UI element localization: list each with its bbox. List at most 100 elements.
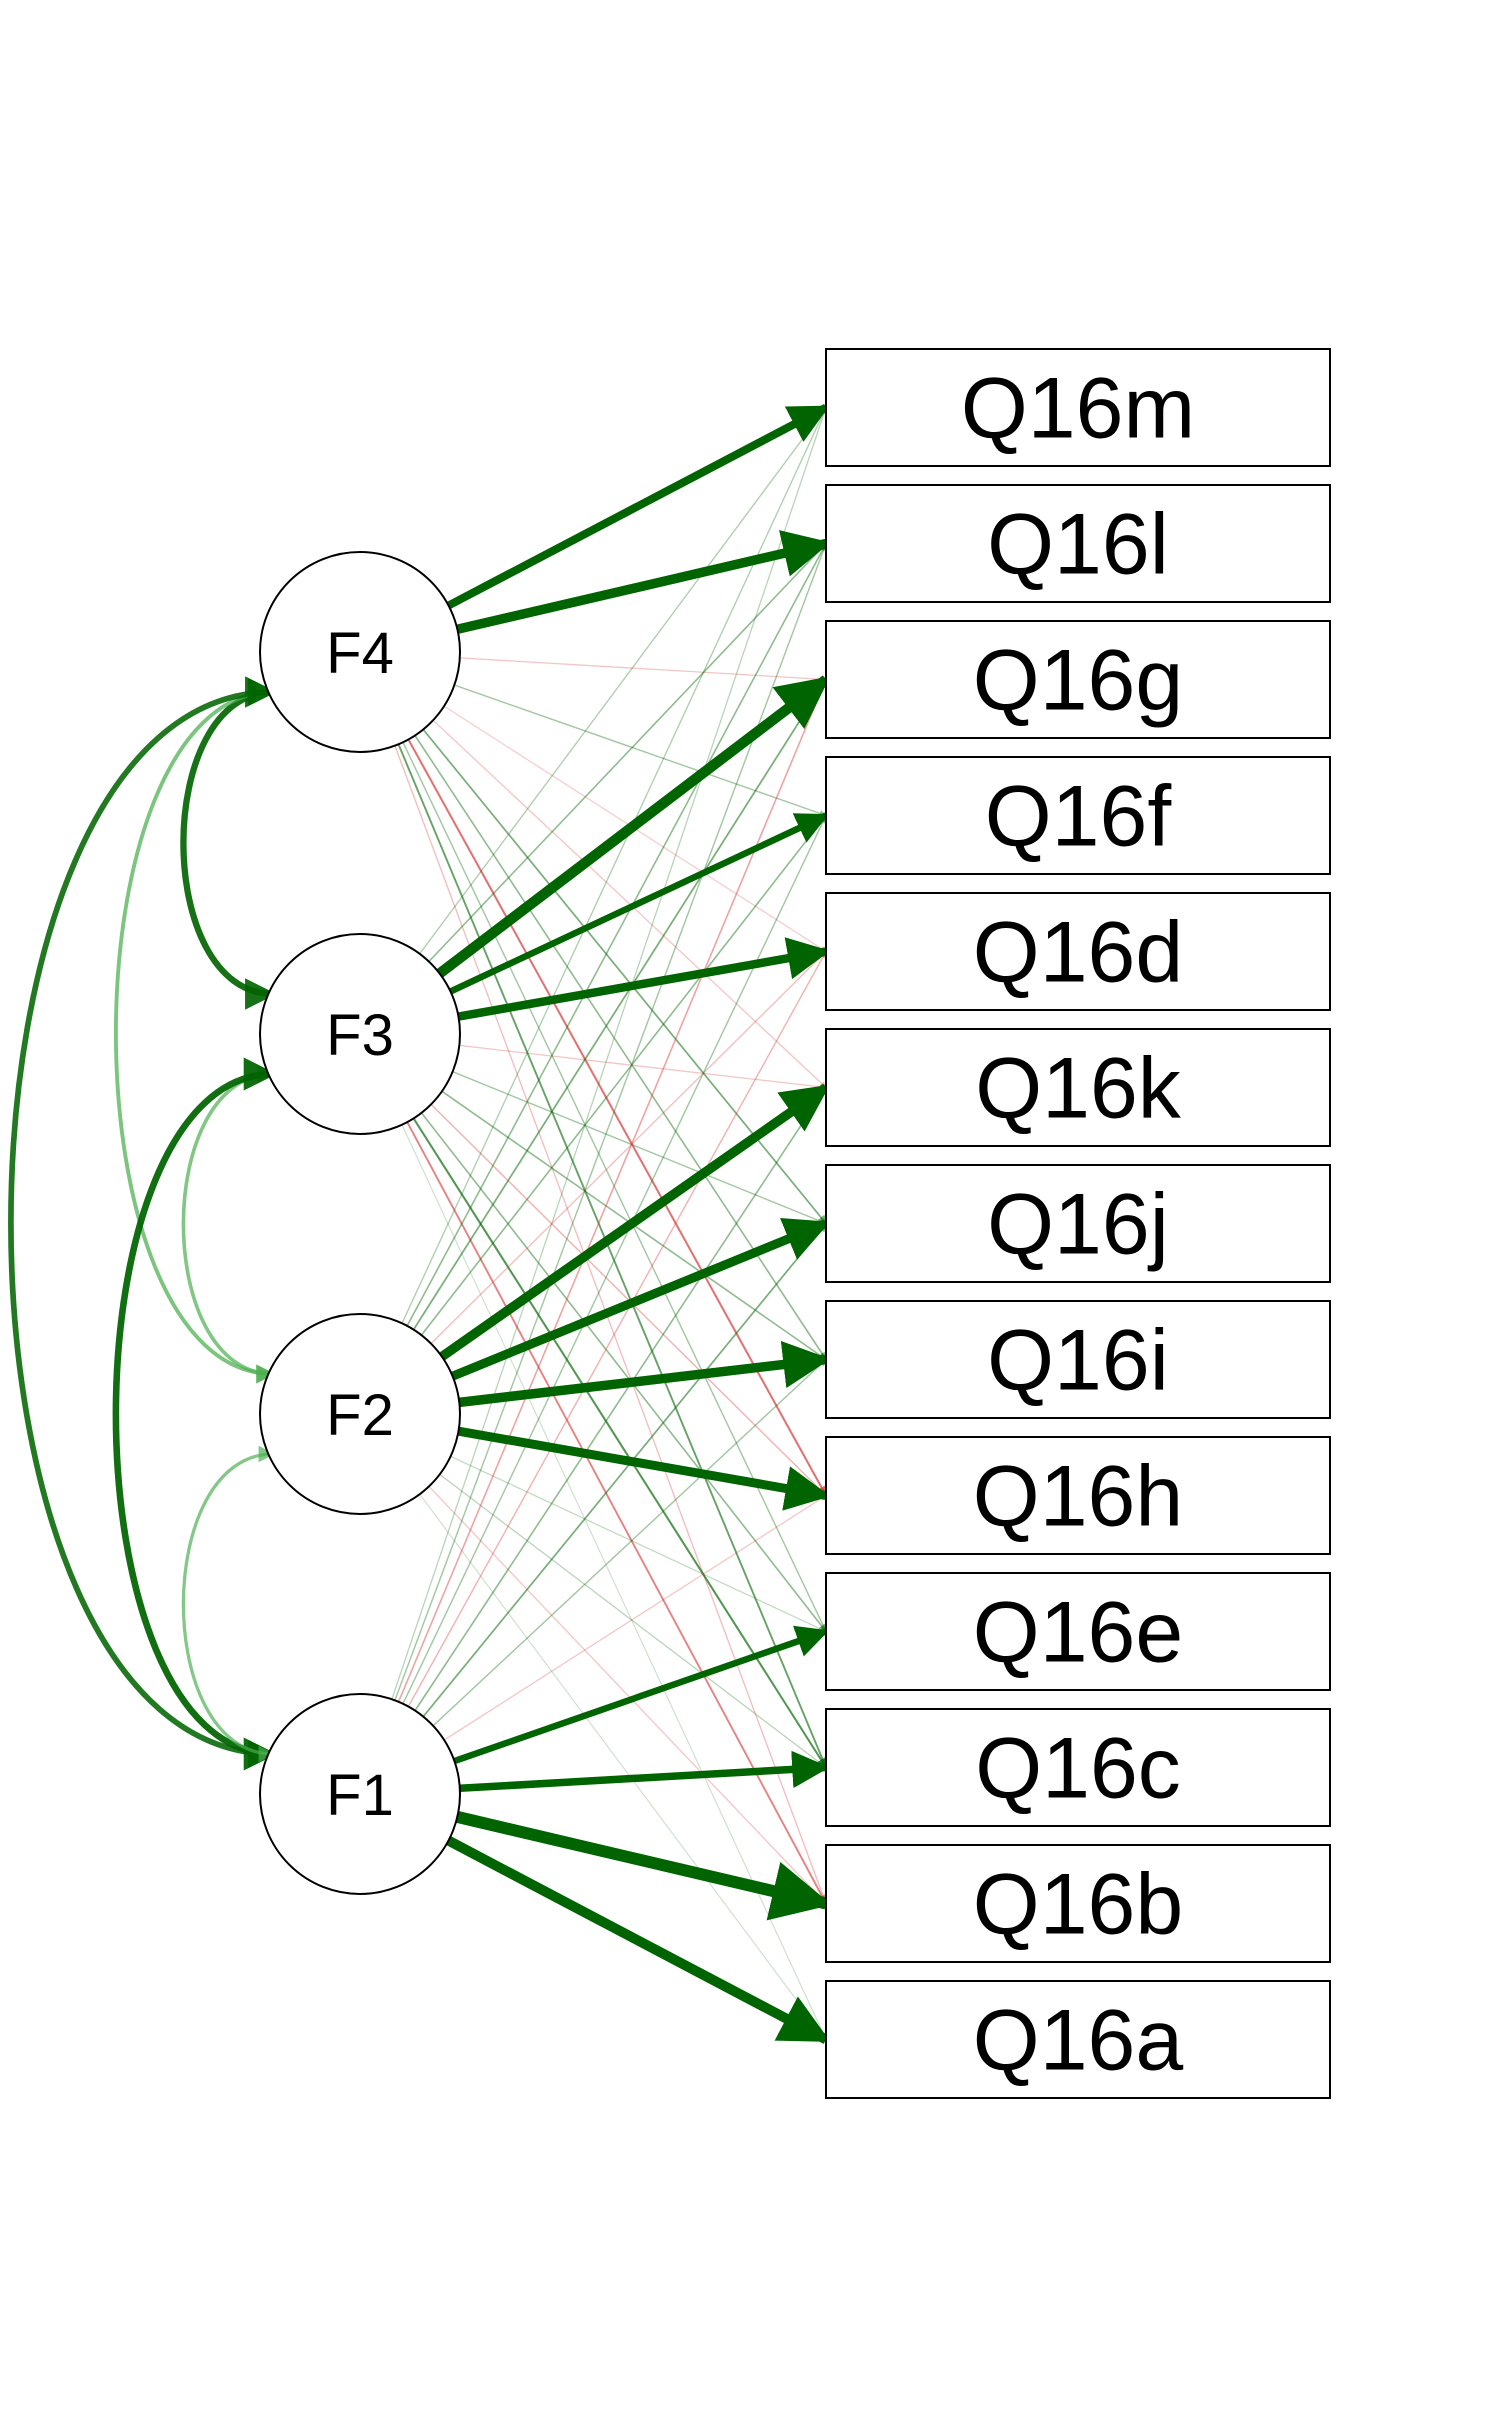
cross-loading-edge-f4-q16b xyxy=(394,745,828,1905)
covariance-edges xyxy=(8,676,277,1771)
loading-edge-f1-q16a xyxy=(446,1836,831,2044)
item-box xyxy=(825,1436,1331,1555)
item-node-q16j: Q16j xyxy=(825,1164,1331,1283)
cross-loading-edge-f2-q16g xyxy=(412,678,827,1331)
item-box xyxy=(825,348,1331,467)
item-label: Q16f xyxy=(985,769,1173,865)
item-box xyxy=(825,1980,1331,2099)
covariance-edge-f3-f1 xyxy=(112,1057,277,1771)
item-box xyxy=(825,1844,1331,1963)
item-node-q16l: Q16l xyxy=(825,484,1331,603)
cross-loading-edge-f1-q16m xyxy=(391,406,828,1700)
cross-loading-edge-f1-q16k xyxy=(414,1086,827,1711)
factor-circle xyxy=(259,1693,461,1895)
item-label: Q16g xyxy=(973,633,1183,729)
cross-loading-edge-f2-q16e xyxy=(450,1455,827,1633)
loading-edge-f1-q16e xyxy=(453,1625,830,1765)
item-label: Q16c xyxy=(975,1721,1181,1817)
item-label: Q16m xyxy=(961,361,1195,457)
cross-loading-edge-f3-q16k xyxy=(459,1044,827,1091)
item-node-q16g: Q16g xyxy=(825,620,1331,739)
primary-loading-edges xyxy=(436,403,832,2044)
item-box xyxy=(825,1572,1331,1691)
loading-edge-f4-q16m xyxy=(446,403,830,610)
item-node-q16h: Q16h xyxy=(825,1436,1331,1555)
cross-loading-edge-f3-q16c xyxy=(412,1117,827,1769)
cross-loading-edge-f2-q16l xyxy=(406,542,827,1327)
loading-edge-f2-q16h xyxy=(457,1426,831,1511)
item-label: Q16e xyxy=(973,1585,1183,1681)
loading-edge-f2-q16i xyxy=(458,1340,831,1408)
cross-loading-edge-f4-q16c xyxy=(397,743,828,1769)
item-node-q16k: Q16k xyxy=(825,1028,1331,1147)
cross-loading-edge-f3-q16e xyxy=(420,1112,827,1633)
item-label: Q16a xyxy=(973,1993,1184,2089)
cross-loading-edge-f2-q16f xyxy=(420,814,827,1336)
loading-edge-f1-q16c xyxy=(459,1750,830,1793)
cross-loading-edge-f3-q16l xyxy=(428,542,827,963)
cross-loading-edge-f3-q16m xyxy=(419,406,827,955)
item-label: Q16i xyxy=(987,1313,1169,1409)
factor-circle xyxy=(259,551,461,753)
item-box xyxy=(825,1300,1331,1419)
cross-loading-edge-f4-q16j xyxy=(422,728,827,1225)
covariance-edge-f3-f2 xyxy=(181,1065,276,1383)
cross-loading-edge-f1-q16i xyxy=(432,1358,827,1727)
cross-loading-edge-f2-q16d xyxy=(430,951,827,1345)
cross-loading-edge-f2-q16c xyxy=(439,1473,827,1769)
item-node-q16e: Q16e xyxy=(825,1572,1331,1691)
item-box xyxy=(825,484,1331,603)
item-box xyxy=(825,1708,1331,1827)
loading-edge-f2-q16j xyxy=(450,1218,831,1381)
loading-edge-f3-q16d xyxy=(457,937,831,1021)
item-label: Q16d xyxy=(973,905,1183,1001)
item-label: Q16b xyxy=(973,1857,1183,1953)
item-node-q16f: Q16f xyxy=(825,756,1331,875)
loading-edge-f3-q16f xyxy=(449,812,829,995)
loading-edge-f2-q16k xyxy=(439,1083,830,1361)
factor-circle xyxy=(259,1313,461,1515)
factor-node-f1: F1 xyxy=(259,1693,461,1895)
item-node-q16c: Q16c xyxy=(825,1708,1331,1827)
cross-loading-edge-f2-q16a xyxy=(419,1493,827,2040)
factor-node-f4: F4 xyxy=(259,551,461,753)
item-box xyxy=(825,1028,1331,1147)
loading-edge-f4-q16l xyxy=(456,530,831,634)
factor-node-f2: F2 xyxy=(259,1313,461,1515)
loading-edge-f3-q16g xyxy=(436,675,831,978)
item-box xyxy=(825,1164,1331,1283)
covariance-edge-f4-f1 xyxy=(8,677,277,1769)
item-node-q16a: Q16a xyxy=(825,1980,1331,2099)
cross-loading-edge-f4-q16g xyxy=(459,657,827,683)
factor-label: F1 xyxy=(326,1763,394,1828)
item-box xyxy=(825,756,1331,875)
factor-circle xyxy=(259,933,461,1135)
factor-label: F2 xyxy=(326,1383,394,1448)
item-box xyxy=(825,620,1331,739)
cross-loading-edges xyxy=(391,406,828,2041)
item-box xyxy=(825,892,1331,1011)
item-label: Q16k xyxy=(975,1041,1182,1137)
loading-edge-f1-q16b xyxy=(455,1811,832,1921)
item-label: Q16j xyxy=(987,1177,1169,1273)
cross-loading-edge-f1-q16h xyxy=(443,1494,827,1741)
observed-items: Q16mQ16lQ16gQ16fQ16dQ16kQ16jQ16iQ16hQ16e… xyxy=(825,348,1331,2099)
cross-loading-edge-f2-q16b xyxy=(428,1485,827,1904)
item-node-q16i: Q16i xyxy=(825,1300,1331,1419)
item-node-q16m: Q16m xyxy=(825,348,1331,467)
item-node-q16d: Q16d xyxy=(825,892,1331,1011)
item-label: Q16h xyxy=(973,1449,1183,1545)
cross-loading-edge-f4-q16k xyxy=(432,719,827,1088)
cross-loading-edge-f1-q16l xyxy=(394,542,828,1701)
factor-node-f3: F3 xyxy=(259,933,461,1135)
covariance-edge-f4-f3 xyxy=(180,676,277,1010)
factor-label: F3 xyxy=(326,1003,394,1068)
covariance-edge-f2-f1 xyxy=(181,1445,276,1763)
cross-loading-edge-f1-q16d xyxy=(407,950,827,1707)
cross-loading-edge-f1-q16j xyxy=(422,1222,827,1718)
cross-loading-edge-f4-q16f xyxy=(454,684,827,817)
item-label: Q16l xyxy=(987,497,1169,593)
factor-label: F4 xyxy=(326,621,394,686)
item-node-q16b: Q16b xyxy=(825,1844,1331,1963)
